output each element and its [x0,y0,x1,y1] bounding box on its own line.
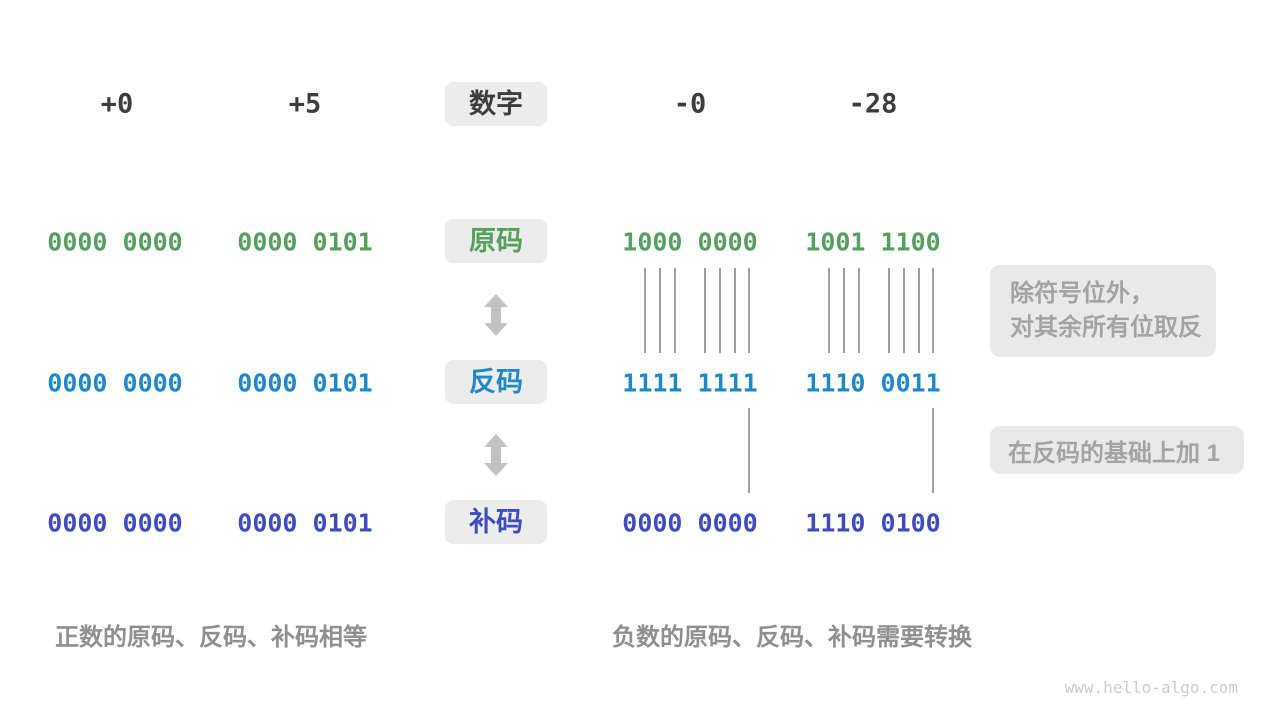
bit-mapping-line [858,268,860,353]
bit-mapping-line [828,268,830,353]
bit-mapping-line [932,268,934,353]
header-positive-five: +5 [288,88,322,120]
ones-complement-value-pos-zero: 0000 0000 [47,368,183,398]
bit-mapping-line [888,268,890,353]
ones-complement-value-pos-five: 0000 0101 [237,368,373,398]
bit-mapping-line [659,268,661,353]
invert-bits-note-line2: 对其余所有位取反 [1010,314,1202,341]
invert-bits-note-line1: 除符号位外， [1010,280,1154,307]
header-number-badge: 数字 [445,82,547,126]
twos-complement-value-pos-five: 0000 0101 [237,508,373,538]
add-one-note-text: 在反码的基础上加 1 [1008,439,1221,467]
bit-mapping-line [918,268,920,353]
header-positive-zero: +0 [100,88,134,120]
bit-mapping-line [674,268,676,353]
bit-mapping-line [704,268,706,353]
updown-arrow-icon [484,434,508,476]
bit-mapping-line [734,268,736,353]
twos-complement-value-pos-zero: 0000 0000 [47,508,183,538]
ones-complement-value-neg-28: 1110 0011 [805,368,941,398]
negative-numbers-caption: 负数的原码、反码、补码需要转换 [612,624,972,651]
ones-complement-badge: 反码 [445,360,547,404]
watermark: www.hello-algo.com [1064,678,1238,697]
add-one-note: 在反码的基础上加 1 [990,426,1244,474]
invert-bits-note: 除符号位外， 对其余所有位取反 [990,265,1216,357]
bit-mapping-line [903,268,905,353]
updown-arrow-icon [484,294,508,336]
twos-complement-value-neg-28: 1110 0100 [805,508,941,538]
sign-magnitude-value-pos-five: 0000 0101 [237,227,373,257]
bit-mapping-line [719,268,721,353]
twos-complement-value-neg-zero: 0000 0000 [622,508,758,538]
bit-mapping-line [843,268,845,353]
header-negative-zero: -0 [673,88,707,120]
carry-line [932,408,934,493]
twos-complement-badge: 补码 [445,500,547,544]
positive-numbers-caption: 正数的原码、反码、补码相等 [55,624,367,651]
header-negative-twenty-eight: -28 [848,88,898,120]
bit-mapping-line [644,268,646,353]
carry-line [748,408,750,493]
sign-magnitude-value-neg-28: 1001 1100 [805,227,941,257]
bit-mapping-line [748,268,750,353]
sign-magnitude-value-pos-zero: 0000 0000 [47,227,183,257]
sign-magnitude-value-neg-zero: 1000 0000 [622,227,758,257]
sign-magnitude-badge: 原码 [445,219,547,263]
ones-complement-value-neg-zero: 1111 1111 [622,368,758,398]
